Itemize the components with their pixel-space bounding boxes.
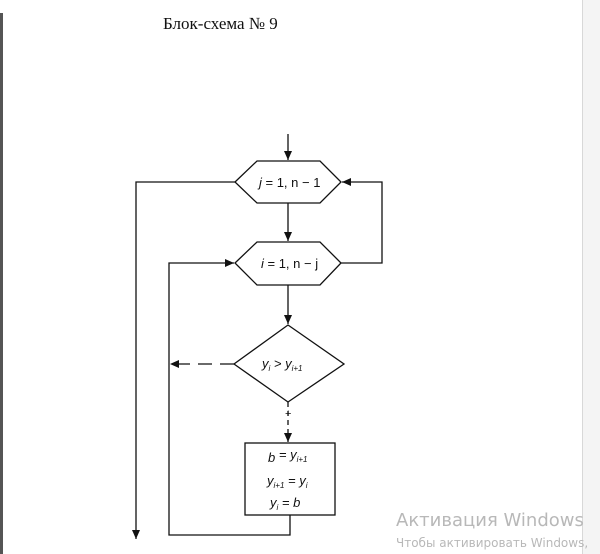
condition-yes-label: + <box>285 408 291 420</box>
left-window-edge <box>0 13 3 554</box>
process-line-3: yi = b <box>269 495 300 512</box>
windows-activation-title: Активация Windows <box>396 510 584 531</box>
outer-exit-line <box>132 181 235 539</box>
loop-outer-label: j = 1, n − 1 <box>257 175 320 190</box>
condition-label: yi > yi+1 <box>261 356 303 373</box>
inner-exit-loopback <box>341 178 383 264</box>
windows-activation-subtitle: Чтобы активировать Windows, <box>396 536 589 550</box>
inner-loopback-line <box>168 259 291 536</box>
right-scroll-area[interactable] <box>582 0 600 554</box>
loop-outer-hexagon <box>234 160 342 204</box>
process-line-2: yi+1 = yi <box>266 473 308 490</box>
process-line-1: b = yi+1 <box>268 447 307 465</box>
process-box <box>244 442 336 516</box>
loop-inner-label: i = 1, n − j <box>261 256 318 271</box>
document-title: Блок-схема № 9 <box>163 14 278 33</box>
